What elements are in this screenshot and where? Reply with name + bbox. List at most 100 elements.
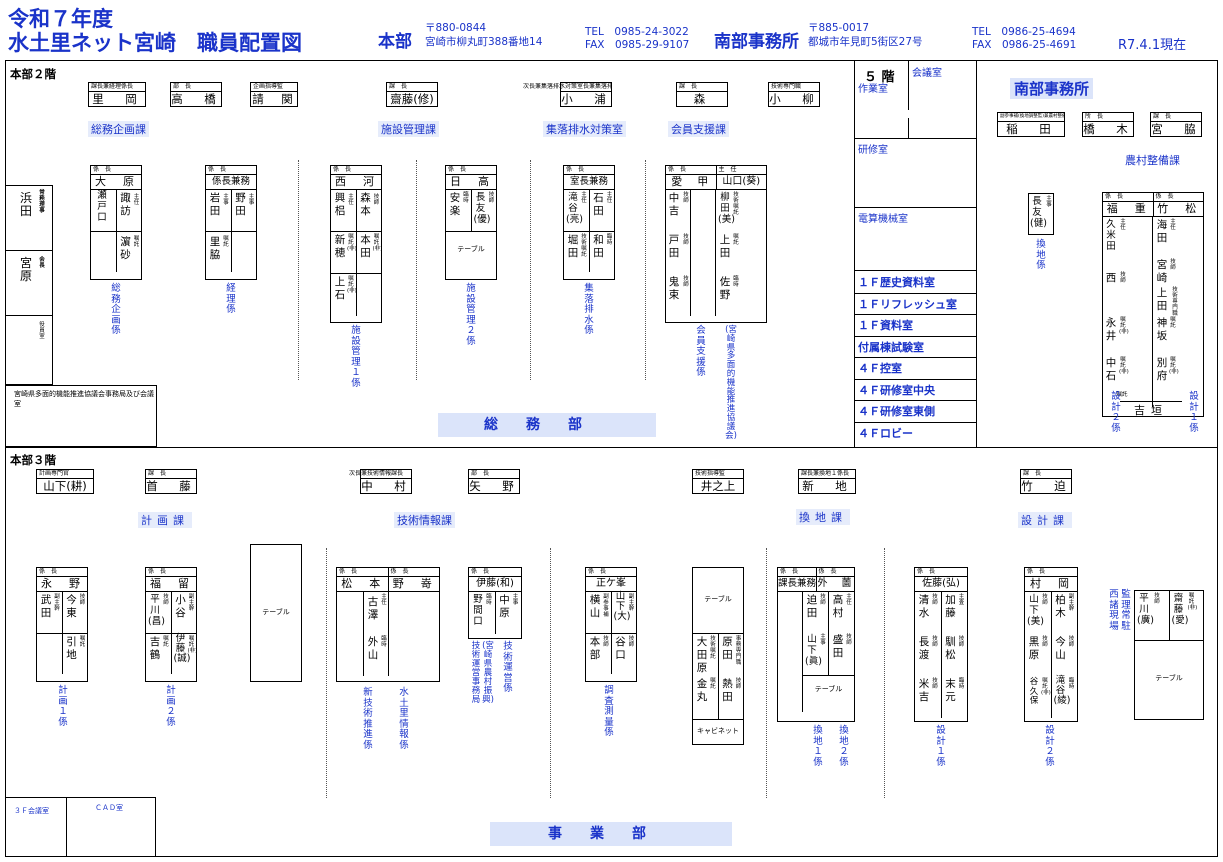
south-label: 南部事務所 — [714, 32, 799, 52]
head-box: 課 長 森 — [676, 82, 728, 107]
group-label: 換地係 — [1036, 239, 1046, 271]
head-box: 企画指導監 請 関 — [250, 82, 298, 107]
staff-group-gijutsu: 係 長 係 長 松 本 野 嵜 古澤主任 外山臨時 — [336, 567, 440, 682]
floor5-label: ５ 階 — [864, 70, 895, 85]
head-box: 課 長 首 藤 — [145, 469, 197, 494]
floor3-label: 本部３階 — [10, 453, 56, 467]
hq-label: 本部 — [378, 32, 412, 52]
room-column — [854, 60, 976, 447]
staff-group-sekkei1: 係 長 佐藤(弘) 清水技師 長渡技師 米吉技師 加藤主査 馴松技師 末元臨時 — [914, 567, 968, 722]
room-item: 付属棟試験室 — [854, 337, 976, 358]
dept-label: 設計課 — [1018, 512, 1072, 528]
south-address: 都城市年見町5街区27号 — [808, 36, 923, 48]
head-box: 課 長 宮 脇 — [1150, 112, 1202, 137]
staff-group-kanri: 平川(廣)技師 齋藤(愛)嘱託(非) テーブル — [1134, 590, 1204, 720]
meeting-room-3f: ３Ｆ会議室 — [5, 797, 67, 857]
group-label: 集落排水係 — [584, 283, 594, 336]
staff-group-unei: 係 長 伊藤(和) 野間口臨時 中原主事 — [468, 567, 522, 639]
staff-group-sekkei2: 係 長 村 岡 山下(美)技師 黒原技師 谷久保嘱託(非) 柏木副主幹 今山技師… — [1024, 567, 1078, 722]
hq-tel: TEL 0985-24-3022 — [585, 26, 689, 38]
dept-label: 総務企画課 — [88, 121, 149, 137]
group-label: 経理係 — [226, 283, 236, 315]
south-member: 吉垣 — [1120, 401, 1182, 418]
head-box: 所 長 橋 木 — [1082, 112, 1134, 137]
staff-group-keiri: 係 長 係長兼務 岩田主事 野田主事 里脇嘱託 — [205, 165, 257, 280]
staff-group-kaiin: 係 長 主 任 愛 甲 山口(葵) 中吉技師 戸田技師 鬼束技師 柳田(美)技術… — [665, 165, 767, 323]
meeting-room: 会議室 — [912, 68, 942, 79]
title-line1: 令和７年度 — [8, 7, 113, 31]
dept-label: 計画課 — [138, 512, 192, 528]
group-label: 計画２係 — [166, 685, 176, 728]
dept-label: 換地課 — [796, 509, 850, 525]
group-label: 換地２係 — [839, 725, 849, 768]
head-box: 次長兼技術情報課長 中 村 — [349, 469, 412, 494]
group-label: 調査測量係 — [604, 685, 614, 738]
title-line2: 水土里ネット宮崎 職員配置図 — [8, 31, 302, 55]
group-label: 技術運営係 — [503, 641, 513, 694]
dept-label: 集落排水対策室 — [543, 121, 626, 137]
separator — [645, 160, 646, 380]
group-label: 設計１係 — [936, 725, 946, 768]
group-label: 新技術推進係 — [363, 687, 373, 751]
staff-group-south: 係 長 係 長 福 重 竹 松 久米田主任 西技師 永井嘱託(非) 中石嘱託(非… — [1102, 192, 1204, 417]
dept-label: 農村整備課 — [1125, 154, 1180, 167]
south-title: 南部事務所 — [1010, 78, 1094, 99]
south-divider — [976, 60, 977, 447]
separator — [550, 548, 551, 798]
jigyou-bar: 事業部 — [490, 822, 732, 846]
staff-group-table: テーブル 大田原技術嘱託 金丸嘱託 原田事務専門職 熱田技師 キャビネット — [692, 567, 744, 745]
dept-label: 技術情報課 — [394, 512, 455, 528]
staff-group-kanchi: 係 長 係 長 課長兼務 外 薗 迫田技師 山下(眞)主事 高村主任 盛田技師 … — [777, 567, 855, 722]
room-item: ４Ｆ研修室中央 — [854, 380, 976, 401]
as-of-date: R7.4.1現在 — [1118, 38, 1187, 53]
work-room: 作業室 — [858, 84, 888, 95]
staff-group-soumu: 係 長 大 原 瀬戸口 諏訪主任 濵砂嘱託 — [90, 165, 142, 280]
council-room: 宮崎県多面的機能推進協議会事務局及び会議室 — [5, 385, 157, 447]
group-label: 設計２係 — [1045, 725, 1055, 768]
staff-group-shisetsu1: 係 長 西 河 興梠主任 森本技師 新穂嘱託(非) 本田嘱託(非) 上石嘱託(非… — [330, 165, 382, 323]
dept-label: 施設管理課 — [378, 121, 439, 137]
group-label: 施設管理２係 — [466, 283, 476, 347]
kanchi-box: 長友(健) 主事 — [1028, 193, 1054, 235]
separator — [326, 548, 327, 798]
room-item: ４Ｆ控室 — [854, 358, 976, 380]
separator — [416, 160, 417, 380]
staff-group-haisui: 係 長 室長兼務 滝谷(亮)主任 石田主任 堀田技術嘱託 和田臨時 — [563, 165, 615, 280]
hq-address: 宮崎市柳丸町388番地14 — [425, 36, 543, 48]
head-box: 課 長 齋藤(修) — [386, 82, 438, 107]
group-label: 水土里情報係 — [399, 687, 409, 751]
south-fax: FAX 0986-25-4691 — [972, 39, 1077, 51]
head-box: 課長兼換地１係長 新 地 — [798, 469, 856, 494]
room-list: １Ｆ歴史資料室 １Ｆリフレッシュ室 １Ｆ資料室 付属棟試験室 ４Ｆ控室 ４Ｆ研修… — [854, 272, 976, 444]
room-item: １Ｆ歴史資料室 — [854, 272, 976, 294]
group-label: 設計２係 — [1111, 391, 1121, 434]
staff-group-keikaku2: 係 長 福 留 平川(昌)技師 小谷副主幹 吉鶴嘱託 伊藤(誠)嘱託(非) — [145, 567, 197, 682]
group-label: 西諸現場 — [1109, 589, 1119, 632]
head-box: 技術専門職 小 柳 — [768, 82, 820, 107]
floor-divider — [5, 447, 1218, 448]
head-box: 課長兼経理係長 里 岡 — [88, 82, 146, 107]
table-box: テーブル — [250, 544, 302, 682]
computer-room: 電算機械室 — [858, 214, 908, 225]
group-label: 総務企画係 — [111, 283, 121, 336]
staff-group-chousa: 係 長 正ケ峯 横山副参事補 山下(大)副主幹 本部技師 谷口技師 — [585, 567, 637, 682]
room-item: １Ｆ資料室 — [854, 315, 976, 337]
head-box: 技術指導監 井之上 — [692, 469, 744, 494]
room-item: １Ｆリフレッシュ室 — [854, 294, 976, 315]
group-label: 換地１係 — [813, 725, 823, 768]
separator — [766, 548, 767, 798]
dept-label: 会員支援課 — [668, 121, 729, 137]
separator — [298, 160, 299, 380]
head-box: 部 長 矢 野 — [468, 469, 520, 494]
staff-group-keikaku1: 係 長 永 野 武田副主幹 今東技師 引地嘱託 — [36, 567, 88, 682]
soumu-bar: 総務部 — [438, 413, 656, 437]
training-room: 研修室 — [858, 145, 888, 156]
head-box: 副参事補(換地調整監)兼農村整備課長 稲 田 — [997, 112, 1065, 137]
room-item: ４Ｆロビー — [858, 426, 913, 440]
group-label: 監理常駐 — [1121, 589, 1131, 632]
head-box: 計画専門官 山下(耕) — [36, 469, 94, 494]
south-postal: 〒885-0017 — [808, 22, 870, 34]
officer-panel: 浜田 常務理事 宮原 会長 役員室 — [5, 185, 53, 385]
head-box: 課 長 竹 迫 — [1020, 469, 1072, 494]
group-label: 技術運営事務局 — [471, 641, 481, 705]
